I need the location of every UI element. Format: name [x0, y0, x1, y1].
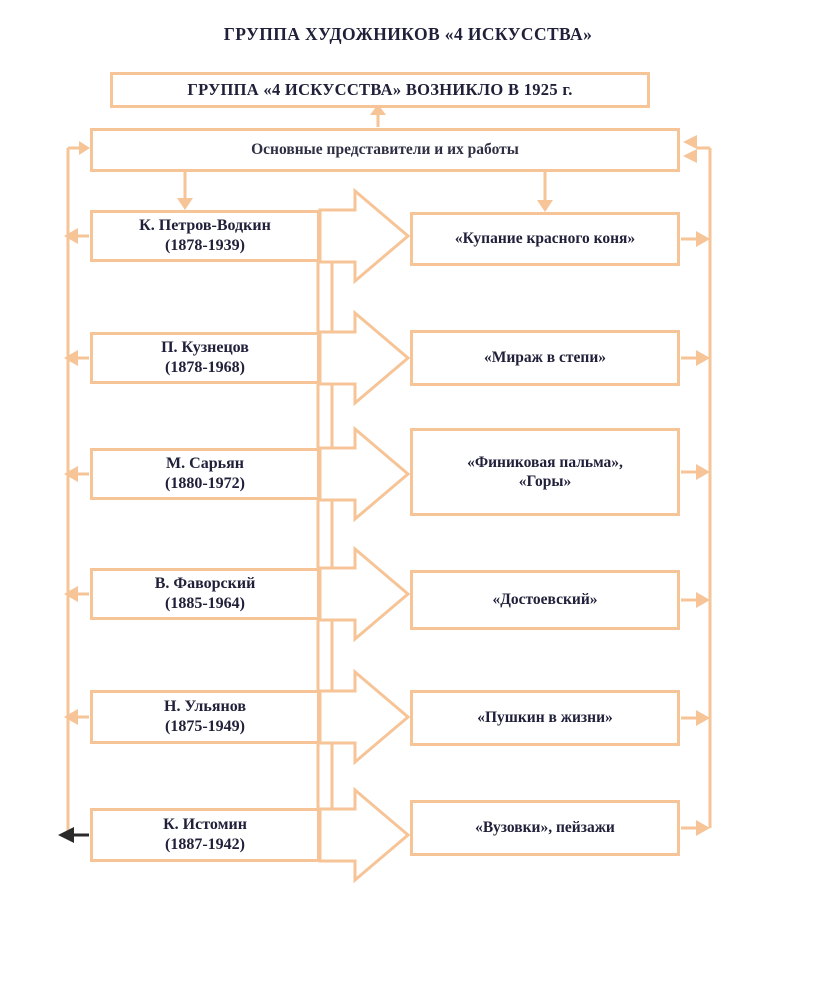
work-title: «Купание красного коня» [454, 230, 636, 248]
origin-box-label: ГРУППА «4 ИСКУССТВА» ВОЗНИКЛО В 1925 г. [187, 79, 573, 99]
artist-years: (1887-1942) [165, 836, 245, 853]
artist-box-favorsky: В. Фаворский (1885-1964) [90, 568, 320, 620]
artist-name: Н. Ульянов [164, 698, 246, 715]
artist-box-ulyanov: Н. Ульянов (1875-1949) [90, 690, 320, 744]
left-arrow-icon [64, 228, 78, 244]
down-arrow-icon [177, 198, 193, 210]
work-box-kupanie: «Купание красного коня» [410, 212, 680, 266]
artist-box-kuznetsov: П. Кузнецов (1878-1968) [90, 332, 320, 384]
artist-years: (1880-1972) [165, 475, 245, 492]
block-arrow-icon [318, 545, 411, 643]
artist-name: М. Сарьян [166, 455, 244, 472]
work-box-mirazh: «Мираж в степи» [410, 330, 680, 386]
artist-years: (1878-1939) [165, 237, 245, 254]
artist-box-petrov-vodkin: К. Петров-Водкин (1878-1939) [90, 210, 320, 262]
page-title: ГРУППА ХУДОЖНИКОВ «4 ИСКУССТВА» [223, 24, 593, 44]
work-title: «Мираж в степи» [483, 349, 607, 367]
artist-years: (1878-1968) [165, 359, 245, 376]
block-arrow-icon [318, 668, 411, 766]
artist-years: (1875-1949) [165, 718, 245, 735]
right-arrow-icon [79, 141, 90, 155]
artist-years: (1885-1964) [165, 595, 245, 612]
work-box-pushkin: «Пушкин в жизни» [410, 690, 680, 746]
left-arrow-icon [683, 149, 697, 163]
artist-name: К. Петров-Водкин [139, 217, 271, 234]
left-arrow-icon [64, 709, 78, 725]
work-box-vuzovki: «Вузовки», пейзажи [410, 800, 680, 856]
right-arrow-icon [696, 710, 710, 726]
block-arrow-icon [318, 786, 411, 884]
right-arrow-icon [696, 592, 710, 608]
right-arrow-icon [696, 350, 710, 366]
artist-name: К. Истомин [163, 816, 247, 833]
left-arrow-icon [683, 135, 697, 149]
left-arrow-icon [64, 466, 78, 482]
block-arrow-icon [318, 425, 411, 523]
block-arrow-icon [318, 309, 411, 407]
work-title: «Пушкин в жизни» [477, 709, 613, 727]
work-box-palma-gory: «Финиковая пальма», «Горы» [410, 428, 680, 516]
artist-name: В. Фаворский [154, 575, 256, 592]
work-title: «Финиковая пальма», «Горы» [467, 453, 623, 490]
down-arrow-icon [537, 200, 553, 212]
artist-box-saryan: М. Сарьян (1880-1972) [90, 448, 320, 500]
artist-box-istomin: К. Истомин (1887-1942) [90, 808, 320, 862]
header-box-label: Основные представители и их работы [251, 141, 519, 159]
right-arrow-icon [696, 231, 710, 247]
left-arrow-icon [64, 350, 78, 366]
work-title: «Вузовки», пейзажи [475, 819, 615, 837]
black-left-arrow-icon [58, 827, 74, 843]
right-arrow-icon [696, 820, 710, 836]
work-title: «Достоевский» [492, 591, 598, 609]
work-box-dostoevsky: «Достоевский» [410, 570, 680, 630]
left-arrow-icon [64, 586, 78, 602]
right-arrow-icon [696, 464, 710, 480]
block-arrow-icon [318, 187, 411, 285]
header-box: Основные представители и их работы [90, 128, 680, 172]
origin-box: ГРУППА «4 ИСКУССТВА» ВОЗНИКЛО В 1925 г. [110, 72, 650, 108]
up-arrow-icon [370, 104, 386, 115]
artist-name: П. Кузнецов [161, 339, 249, 356]
